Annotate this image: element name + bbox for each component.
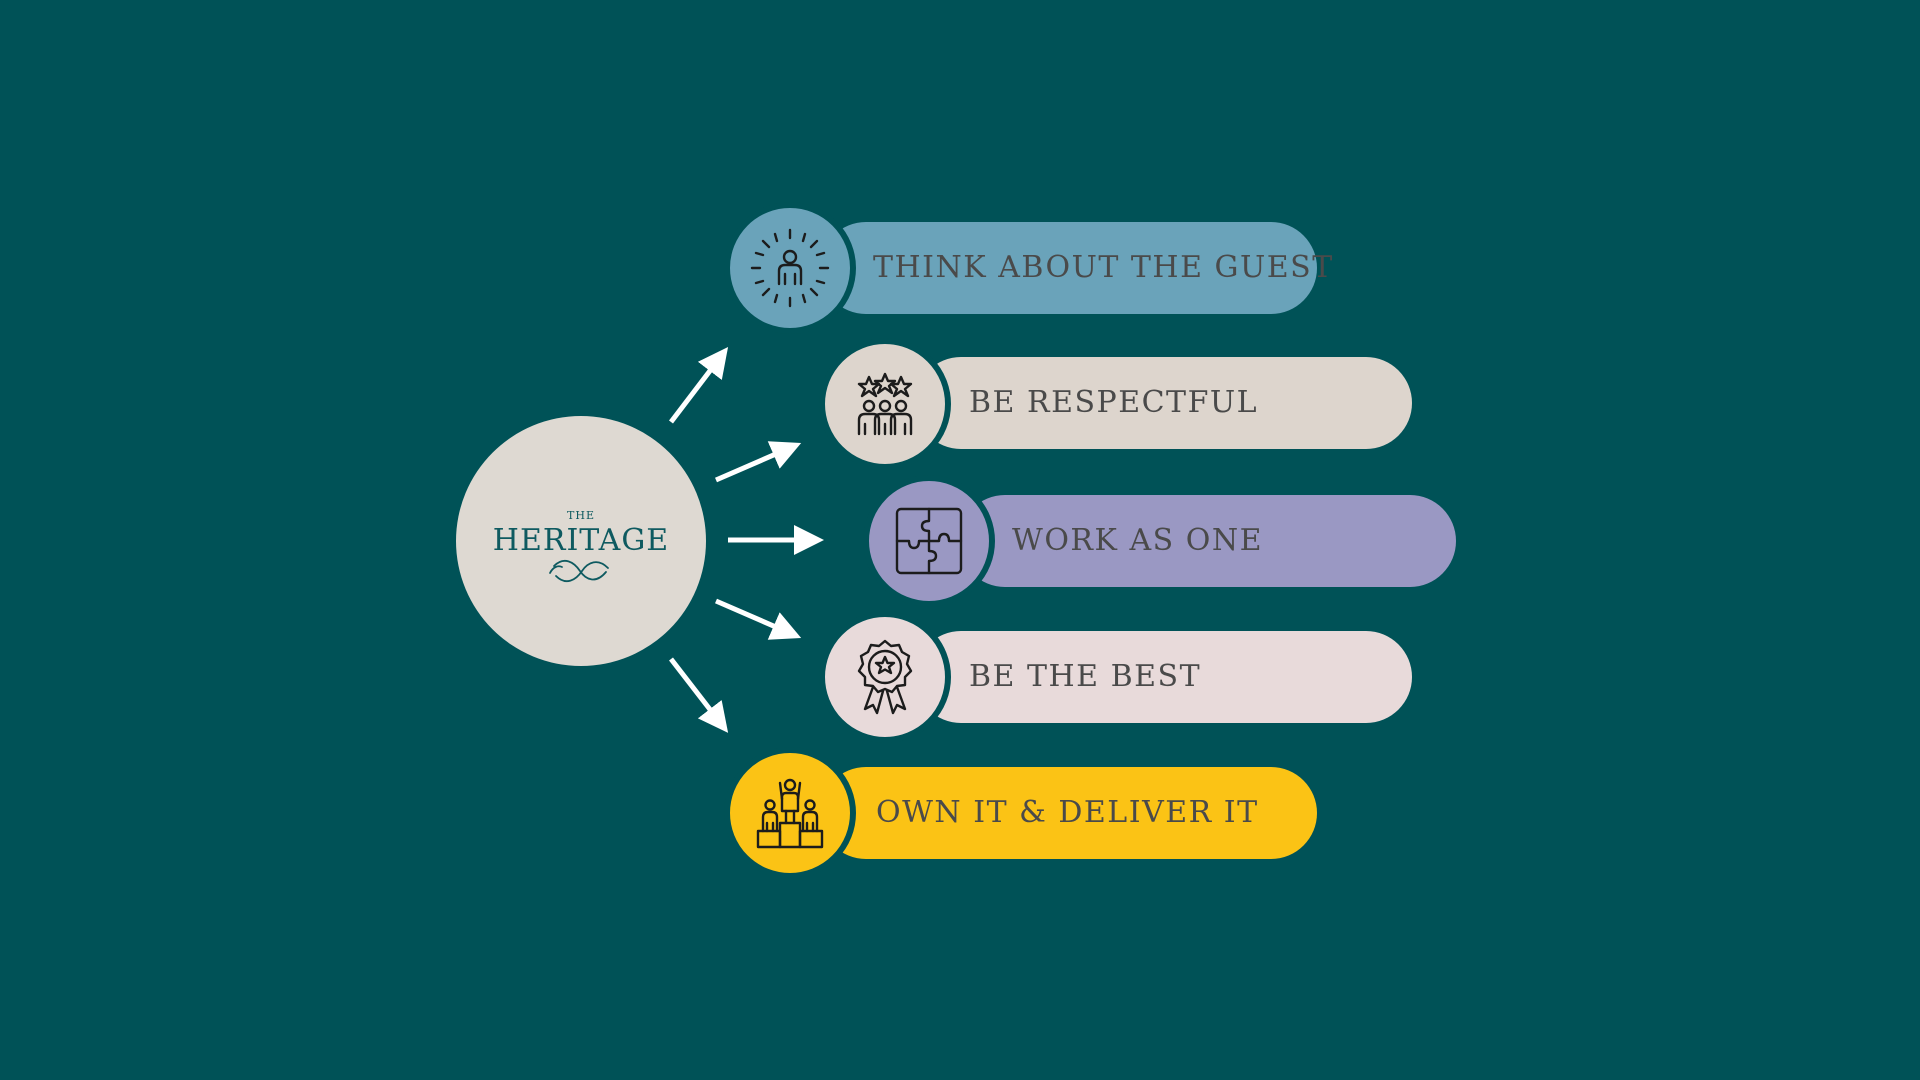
value-icon-circle-3	[863, 475, 995, 607]
puzzle-icon	[895, 507, 963, 575]
team-stars-icon	[857, 372, 913, 436]
arrow-1	[669, 347, 729, 424]
arrow-4	[715, 598, 802, 640]
value-label: BE THE BEST	[969, 659, 1202, 694]
logo-name: HERITAGE	[493, 523, 669, 558]
value-icon-circle-2	[819, 338, 951, 470]
value-pill-be-the-best	[915, 631, 1412, 723]
heritage-logo: THE HERITAGE	[456, 416, 706, 666]
value-icon-circle-4	[819, 611, 951, 743]
value-pill-think-about-the-guest	[820, 222, 1317, 314]
value-label: BE RESPECTFUL	[969, 385, 1259, 420]
arrow-2	[715, 441, 802, 483]
podium-winner-icon	[756, 778, 824, 849]
value-icon-circle-1	[724, 202, 856, 334]
award-ribbon-icon	[857, 639, 913, 715]
arrow-5	[669, 657, 729, 733]
logo-small-text: THE	[567, 509, 595, 522]
logo-knot-icon	[549, 559, 609, 583]
value-label: OWN IT & DELIVER IT	[876, 795, 1259, 830]
value-label: THINK ABOUT THE GUEST	[873, 250, 1334, 285]
value-pill-be-respectful	[915, 357, 1412, 449]
value-icon-circle-5	[724, 747, 856, 879]
spotlight-person-icon	[750, 228, 830, 308]
value-pill-work-as-one	[959, 495, 1456, 587]
value-pill-own-it-deliver-it	[820, 767, 1317, 859]
value-label: WORK AS ONE	[1012, 523, 1263, 558]
